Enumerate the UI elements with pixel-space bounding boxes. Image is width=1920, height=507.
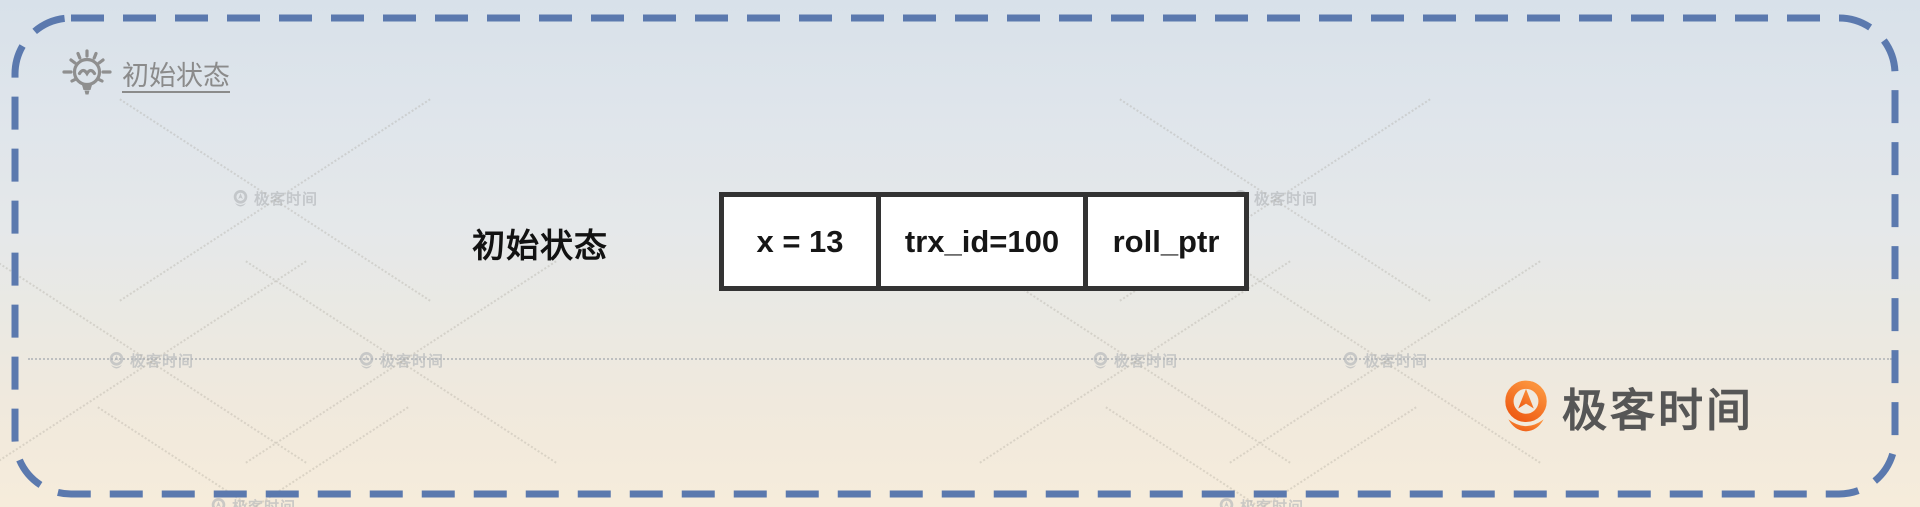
record-cell-trx-id: trx_id=100	[876, 192, 1088, 291]
geektime-watermark: 极客时间	[1229, 259, 1541, 464]
watermark-label: 极客时间	[1364, 353, 1429, 370]
geektime-pin-icon	[1092, 351, 1109, 370]
watermark-label: 极客时间	[130, 353, 195, 370]
geektime-pin-icon	[1342, 351, 1359, 370]
geektime-logo-text: 极客时间	[1562, 385, 1755, 436]
lightbulb-icon	[62, 48, 112, 98]
section-header: 初始状态	[62, 48, 230, 98]
watermark-diagonal-line	[1105, 405, 1417, 507]
watermark-dotted-line	[28, 358, 1892, 360]
geektime-watermark: 极客时间	[245, 259, 557, 464]
geektime-pin-icon	[358, 351, 375, 370]
geektime-watermark: 极客时间	[979, 259, 1291, 464]
geektime-logo-pin-icon	[1500, 378, 1552, 436]
watermark-diagonal-line	[97, 405, 409, 507]
geektime-pin-icon	[210, 497, 227, 507]
geektime-watermark: 极客时间	[119, 97, 431, 302]
watermark-label: 极客时间	[232, 496, 296, 507]
geektime-logo: 极客时间	[1500, 374, 1754, 439]
watermark-label: 极客时间	[1114, 353, 1179, 370]
geektime-pin-icon	[232, 189, 249, 208]
geektime-watermark: 极客时间	[0, 259, 307, 464]
section-title: 初始状态	[122, 60, 230, 91]
watermark-label: 极客时间	[380, 353, 445, 370]
record-row: x = 13 trx_id=100 roll_ptr	[719, 192, 1249, 291]
watermark-diagonal-line	[97, 405, 409, 507]
record-cell-roll-ptr: roll_ptr	[1083, 192, 1249, 291]
geektime-watermark: 极客时间	[97, 405, 409, 507]
watermark-label: 极客时间	[1254, 191, 1319, 208]
record-cell-value: x = 13	[719, 192, 881, 291]
watermark-label: 极客时间	[254, 191, 319, 208]
watermark-label: 极客时间	[1240, 496, 1304, 507]
geektime-pin-icon	[108, 351, 125, 370]
watermark-diagonal-line	[1105, 405, 1417, 507]
geektime-pin-icon	[1218, 497, 1235, 507]
row-label: 初始状态	[472, 227, 608, 264]
geektime-watermark: 极客时间	[1105, 405, 1417, 507]
